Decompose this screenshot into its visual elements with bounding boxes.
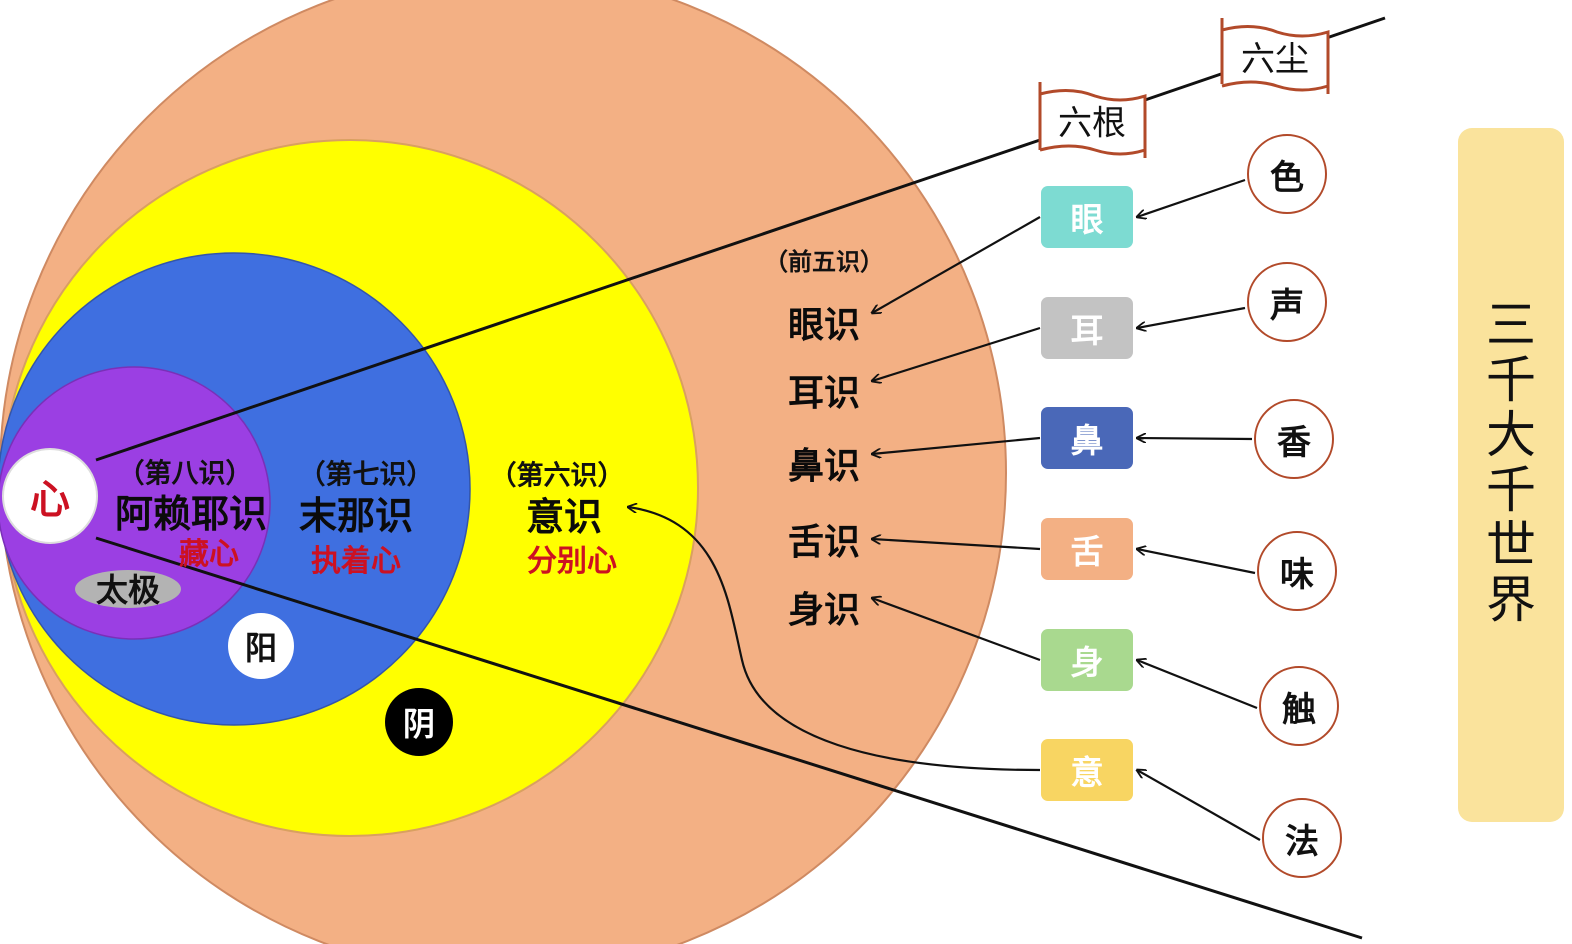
seventh-desc: 执着心 xyxy=(311,544,401,579)
six-root-box: 意 xyxy=(1041,739,1133,801)
root-arrow xyxy=(872,598,1041,662)
world-char: 千 xyxy=(1486,461,1536,519)
dust-arrow xyxy=(1137,549,1256,575)
first-five-item: 舌识 xyxy=(787,522,861,563)
six-root-box: 鼻 xyxy=(1041,407,1133,469)
six-dust-circle: 香 xyxy=(1254,399,1334,479)
first-five-item: 眼识 xyxy=(787,305,861,346)
six-root-box: 身 xyxy=(1041,629,1133,691)
eighth-desc: 藏心 xyxy=(179,537,239,572)
first-five-item: 鼻识 xyxy=(787,446,861,487)
heart-circle: 心 xyxy=(2,448,98,544)
dust-arrow xyxy=(1137,438,1253,439)
dust-arrow xyxy=(1137,770,1261,841)
taiji-oval xyxy=(75,570,181,608)
first-five-title: （前五识） xyxy=(764,248,884,276)
heart-label: 心 xyxy=(30,477,70,523)
six-dust-circle: 声 xyxy=(1247,262,1327,342)
yang-circle: 阳 xyxy=(228,613,294,679)
six-dust-circle: 色 xyxy=(1247,134,1327,214)
six-root-box: 舌 xyxy=(1041,518,1133,580)
root-arrow xyxy=(872,326,1041,381)
lower-boundary-line xyxy=(95,536,1363,940)
sixth-desc: 分别心 xyxy=(527,544,617,579)
six-dust-circle: 法 xyxy=(1262,798,1342,878)
dust-arrow xyxy=(1137,660,1258,710)
eighth-paren: （第八识） xyxy=(117,458,253,490)
six-dusts-flag-label: 六尘 xyxy=(1241,39,1309,80)
taiji-label: 太极 xyxy=(95,571,161,609)
six-root-box: 眼 xyxy=(1041,186,1133,248)
six-dust-circle: 触 xyxy=(1259,666,1339,746)
dust-arrow xyxy=(1137,178,1246,217)
world-char: 世 xyxy=(1486,516,1536,574)
six-dust-circle: 味 xyxy=(1257,531,1337,611)
world-char: 三 xyxy=(1486,296,1536,354)
first-five-item: 身识 xyxy=(787,590,861,631)
eighth-name: 阿赖耶识 xyxy=(114,492,268,536)
dust-to-root-arrows xyxy=(1137,178,1261,841)
sixth-name: 意识 xyxy=(525,495,603,539)
root-arrow xyxy=(872,216,1041,313)
yin-circle: 阴 xyxy=(385,688,453,756)
mind-to-sixth-arrow xyxy=(628,507,1041,772)
six-roots-flag-label: 六根 xyxy=(1058,103,1126,144)
first-five-item: 耳识 xyxy=(787,373,861,414)
yin-label: 阴 xyxy=(402,705,435,743)
world-label: 三千大千世界 xyxy=(1458,298,1564,628)
root-arrow xyxy=(872,539,1041,551)
root-arrow xyxy=(872,436,1041,454)
seventh-name: 末那识 xyxy=(298,494,414,538)
upper-boundary-line xyxy=(95,138,1041,462)
world-char: 千 xyxy=(1486,351,1536,409)
seventh-paren: （第七识） xyxy=(298,459,434,491)
dust-arrow xyxy=(1137,306,1246,328)
six-root-box: 耳 xyxy=(1041,297,1133,359)
root-to-consciousness-arrows xyxy=(872,216,1041,662)
yang-label: 阳 xyxy=(244,629,277,667)
world-panel: 三千大千世界 xyxy=(1458,128,1564,822)
world-char: 界 xyxy=(1486,571,1536,629)
sixth-paren: （第六识） xyxy=(489,460,625,492)
world-char: 大 xyxy=(1486,406,1536,464)
